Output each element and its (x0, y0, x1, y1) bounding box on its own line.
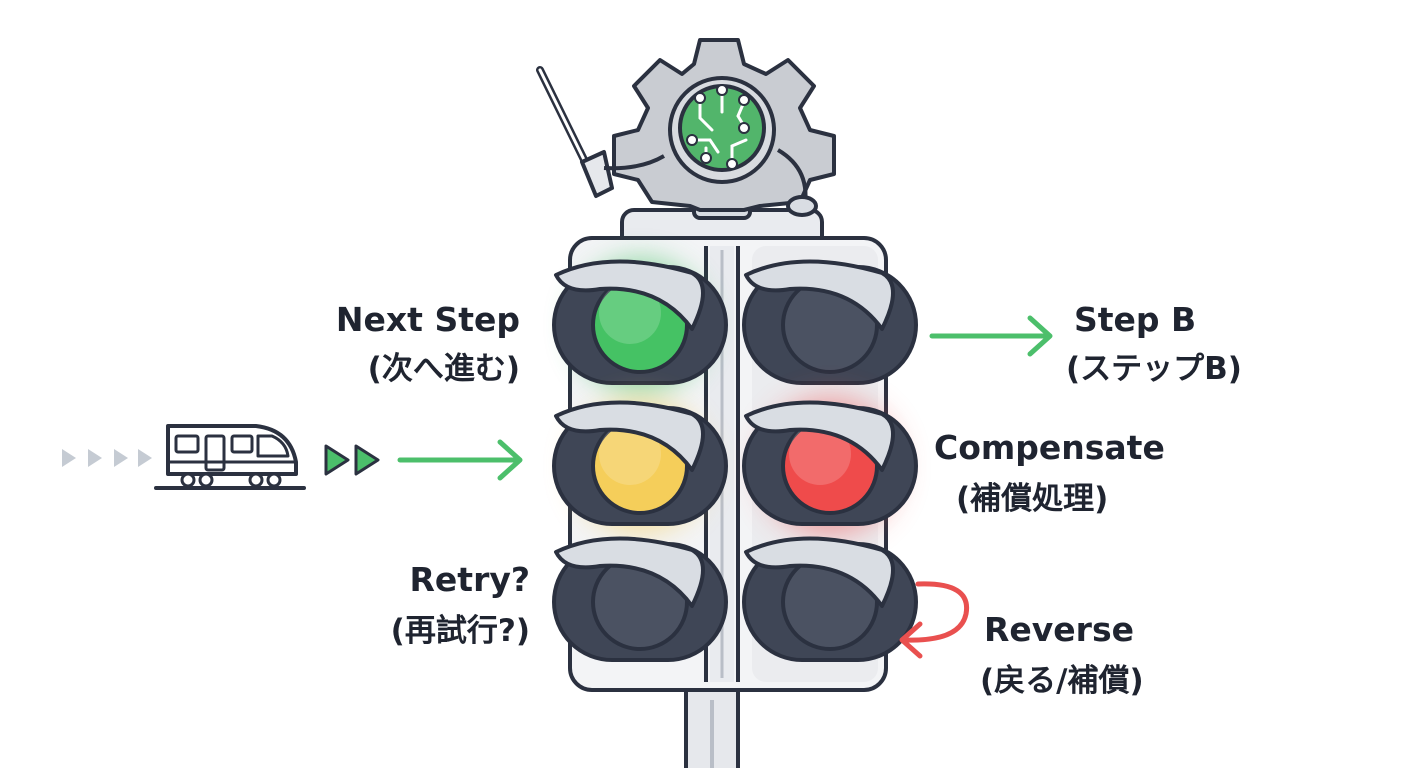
compensate-label-ja: (補償処理) (956, 481, 1108, 517)
retry-label-ja: (再試行?) (391, 613, 530, 649)
compensate-label-en: Compensate (934, 428, 1165, 467)
lamp-right-3-off (742, 536, 918, 662)
chevrons-grey (62, 449, 152, 467)
lamp-right-2-red (742, 399, 918, 533)
circuit-chip-icon (678, 84, 766, 172)
lamp-group (552, 258, 918, 662)
label-retry: Retry? (再試行?) (391, 560, 530, 649)
chevrons-green (324, 444, 380, 476)
lamp-right-1-off (742, 259, 918, 385)
arrow-reverse (899, 581, 970, 659)
label-reverse: Reverse (戻る/補償) (980, 610, 1144, 699)
label-next-step: Next Step (次へ進む) (336, 300, 520, 387)
step-b-label-ja: (ステップB) (1066, 351, 1242, 387)
retry-label-en: Retry? (410, 560, 531, 599)
step-b-label-en: Step B (1074, 300, 1196, 339)
next-step-label-en: Next Step (336, 300, 520, 339)
arrow-to-step-b (929, 315, 1053, 357)
lamp-left-2-yellow (552, 399, 728, 533)
reverse-label-ja: (戻る/補償) (980, 663, 1144, 699)
label-step-b: Step B (ステップB) (1066, 300, 1242, 387)
incoming-flow (62, 424, 523, 490)
next-step-label-ja: (次へ進む) (368, 351, 520, 387)
reverse-label-en: Reverse (984, 610, 1134, 649)
train-icon (154, 424, 306, 490)
lamp-left-1-green (552, 258, 728, 392)
arrow-incoming (397, 439, 523, 481)
label-compensate: Compensate (補償処理) (934, 428, 1165, 517)
pole (684, 688, 740, 768)
pointer-wand-icon (536, 66, 818, 217)
lamp-left-3-off (552, 536, 728, 662)
